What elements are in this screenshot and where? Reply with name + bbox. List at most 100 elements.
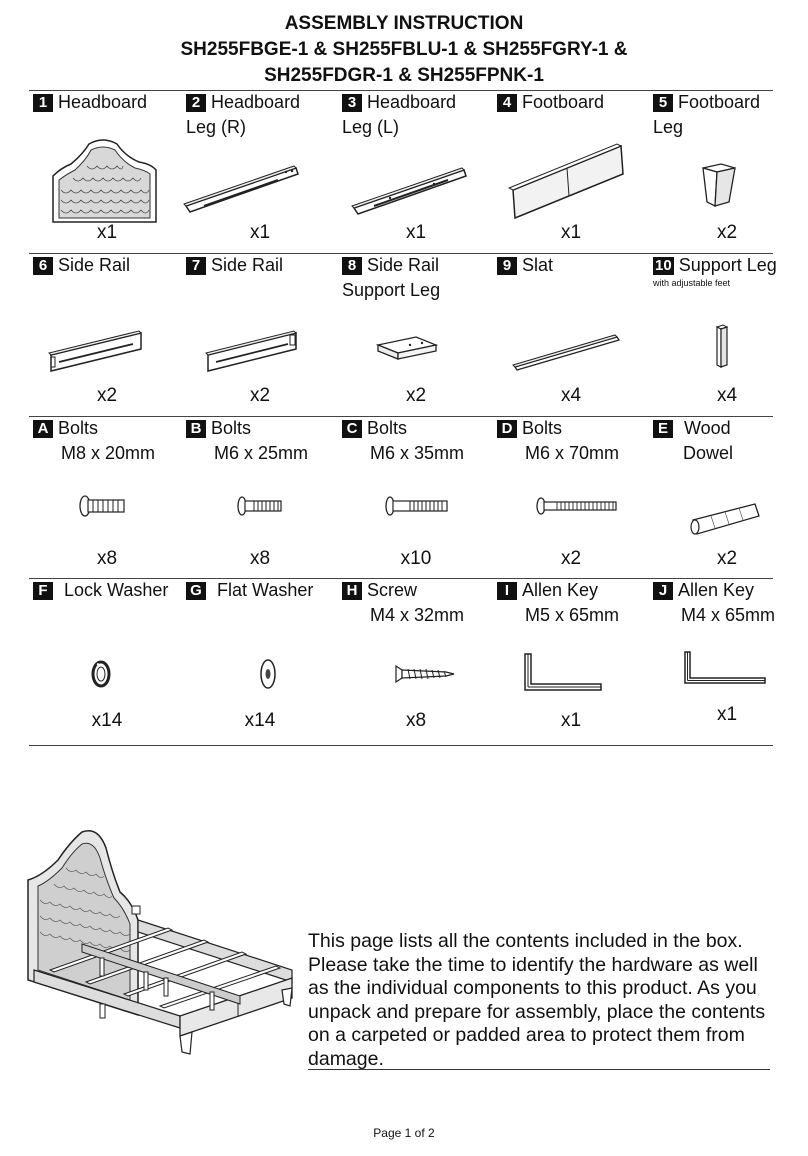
hardware-letter: B [186, 420, 206, 438]
divider [29, 745, 773, 746]
hardware-g-flat-washer: G Flat Washer x14 [184, 578, 336, 738]
hardware-b-bolts: B Bolts M6 x 25mm x8 [184, 416, 336, 576]
part-name: Slat [522, 255, 554, 275]
part-number: 10 [653, 257, 674, 275]
hardware-name: Flat Washer [217, 580, 314, 600]
quantity: x14 [91, 710, 123, 731]
part-name-line2: Leg (R) [186, 117, 247, 137]
side-rail-illustration [205, 330, 297, 372]
bolt-icon [536, 497, 617, 515]
hardware-size: M4 x 65mm [681, 605, 776, 625]
hardware-name: Bolts [211, 418, 252, 438]
quantity: x8 [249, 548, 271, 569]
leg-illustration [183, 165, 299, 213]
hardware-i-allen-key: I Allen Key M5 x 65mm x1 [495, 578, 647, 738]
allen-key-icon [684, 651, 766, 684]
part-name: Footboard [522, 92, 605, 112]
part-6-side-rail: 6 Side Rail x2 [31, 253, 183, 413]
hardware-name: Allen Key [678, 580, 755, 600]
bolt-icon [237, 496, 282, 516]
page-number: Page 1 of 2 [373, 1126, 435, 1140]
hardware-letter: D [497, 420, 517, 438]
headboard-illustration [52, 139, 157, 223]
part-number: 4 [497, 94, 517, 112]
part-name-line2: Leg (L) [342, 117, 400, 137]
dowel-icon [690, 503, 760, 535]
part-name: Headboard [211, 92, 301, 112]
hardware-name: Wood [684, 418, 731, 438]
slat-illustration [512, 334, 621, 371]
hardware-size: M8 x 20mm [61, 443, 156, 463]
quantity: x2 [560, 548, 582, 569]
quantity: x2 [249, 385, 271, 406]
hardware-letter: F [33, 582, 53, 600]
divider [29, 90, 773, 91]
screw-icon [395, 664, 455, 684]
hardware-size: M6 x 70mm [525, 443, 620, 463]
quantity: x2 [716, 548, 738, 569]
part-4-footboard: 4 Footboard x1 [495, 90, 647, 250]
quantity: x4 [560, 385, 582, 406]
quantity: x1 [249, 222, 271, 243]
hardware-letter: J [653, 582, 673, 600]
quantity: x1 [560, 222, 582, 243]
paragraph-underline [308, 1069, 770, 1070]
part-name: Headboard [367, 92, 457, 112]
divider [29, 253, 773, 254]
quantity: x14 [244, 710, 276, 731]
hardware-size: M6 x 25mm [214, 443, 309, 463]
quantity: x4 [716, 385, 738, 406]
quantity: x1 [560, 710, 582, 731]
hardware-letter: E [653, 420, 673, 438]
quantity: x8 [405, 710, 427, 731]
part-note: with adjustable feet [653, 278, 731, 288]
part-name: Side Rail [58, 255, 131, 275]
part-number: 8 [342, 257, 362, 275]
paragraph-line: as the individual components to this pro… [308, 977, 757, 999]
hardware-letter: G [186, 582, 206, 600]
side-rail-illustration [48, 330, 142, 372]
part-name: Headboard [58, 92, 148, 112]
model-numbers-line1: SH255FBGE-1 & SH255FBLU-1 & SH255FGRY-1 … [180, 39, 628, 60]
hardware-size: M4 x 32mm [370, 605, 465, 625]
part-number: 2 [186, 94, 206, 112]
footboard-illustration [507, 143, 624, 220]
quantity: x10 [400, 548, 432, 569]
footboard-leg-illustration [702, 163, 736, 208]
part-name: Footboard [678, 92, 761, 112]
hardware-letter: I [497, 582, 517, 600]
quantity: x1 [405, 222, 427, 243]
support-leg-illustration [715, 324, 729, 368]
paragraph-line: Please take the time to identify the har… [308, 953, 758, 976]
paragraph-line: unpack and prepare for assembly, place t… [308, 1000, 766, 1023]
quantity: x2 [96, 385, 118, 406]
hardware-size: M5 x 65mm [525, 605, 620, 625]
part-number: 5 [653, 94, 673, 112]
lock-washer-icon [91, 660, 111, 688]
part-name-line2: Support Leg [342, 280, 441, 300]
part-number: 6 [33, 257, 53, 275]
paragraph-line: This page lists all the contents include… [308, 930, 743, 952]
part-number: 7 [186, 257, 206, 275]
hardware-size: M6 x 35mm [370, 443, 465, 463]
hardware-name: Bolts [58, 418, 99, 438]
part-number: 1 [33, 94, 53, 112]
allen-key-icon [524, 653, 602, 691]
bolt-icon [79, 495, 125, 517]
quantity: x1 [716, 704, 738, 725]
hardware-letter: H [342, 582, 362, 600]
quantity: x2 [405, 385, 427, 406]
hardware-name: Allen Key [522, 580, 599, 600]
hardware-name: Bolts [367, 418, 408, 438]
